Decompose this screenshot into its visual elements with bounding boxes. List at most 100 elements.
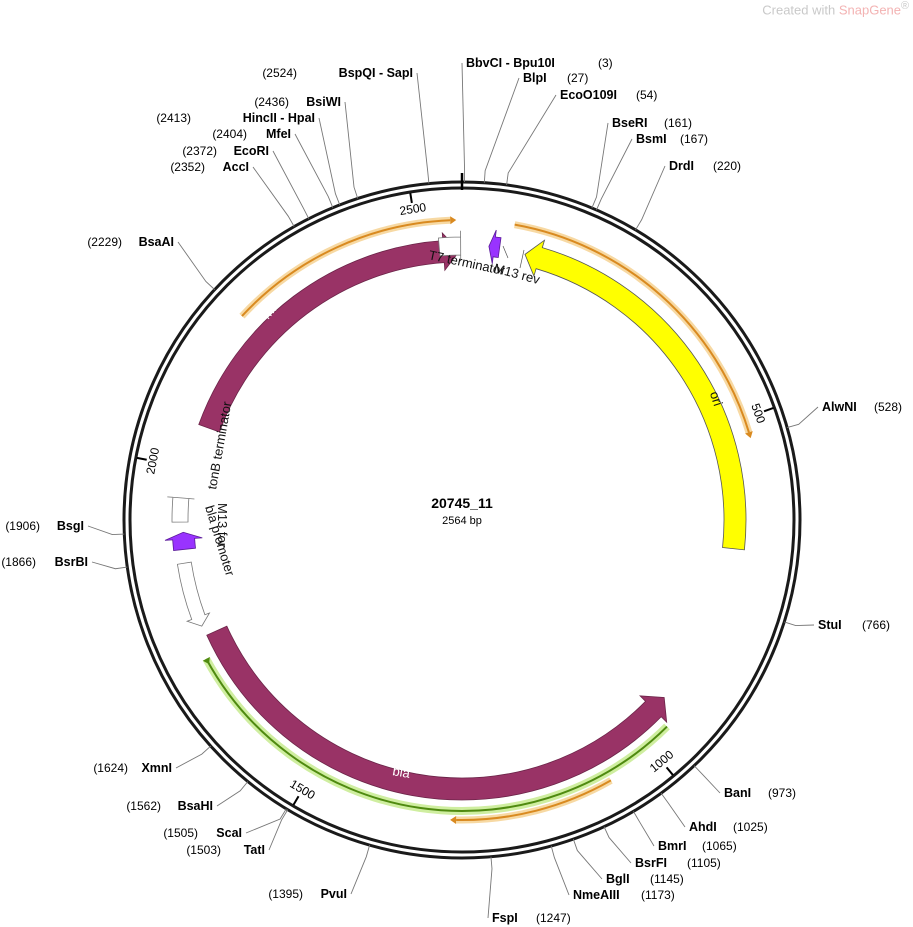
enzyme-position: (1906) [5,519,40,533]
enzyme-name[interactable]: BsiWI [306,95,341,109]
enzyme-name[interactable]: EcoRI [234,144,269,158]
enzyme-position: (1173) [641,888,675,902]
enzyme-name[interactable]: BanI [724,786,751,800]
enzyme-name[interactable]: AccI [223,160,249,174]
enzyme-name[interactable]: BsrFI [635,856,667,870]
enzyme-name[interactable]: BmrI [658,839,686,853]
enzyme-leader [603,826,632,864]
enzyme-position: (54) [636,88,657,102]
enzyme-name[interactable]: BsaAI [139,235,174,249]
enzyme-position: (528) [874,400,902,414]
enzyme-name[interactable]: BglI [606,872,630,886]
ruler-tick-label: 1500 [287,777,317,803]
enzyme-name[interactable]: FspI [492,911,518,925]
watermark-prefix: Created with [762,2,839,18]
enzyme-name[interactable]: MfeI [266,127,291,141]
ori-label: ori [707,389,726,407]
enzyme-position: (1065) [702,839,737,853]
enzyme-name[interactable]: BseRI [612,116,647,130]
enzyme-name[interactable]: EcoO109I [560,88,617,102]
orf-arc-green-core [205,658,668,812]
enzyme-position: (2413) [156,111,191,125]
ruler-tick [409,192,413,204]
enzyme-position: (766) [862,618,890,632]
ruler-tick [136,456,147,461]
enzyme-name[interactable]: PvuI [321,887,347,901]
enzyme-name[interactable]: BsaHI [178,799,213,813]
enzyme-position: (2372) [182,144,217,158]
enzyme-leader [693,765,721,794]
feature-layer [164,229,747,801]
enzyme-position: (2352) [170,160,205,174]
enzyme-name[interactable]: BsgI [57,519,84,533]
plasmid-name: 20745_11 [431,495,493,511]
m13rev-leader [519,249,525,269]
ruler-tick-label: 1000 [647,747,677,775]
enzyme-name[interactable]: AhdI [689,820,717,834]
enzyme-name[interactable]: BsrBI [55,555,88,569]
tonb-terminator-feature[interactable] [167,496,195,523]
enzyme-leader [506,94,557,186]
enzyme-name[interactable]: XmnI [141,761,172,775]
enzyme-leader [632,811,655,847]
enzyme-name[interactable]: DrdI [669,159,694,173]
enzyme-position: (2524) [262,66,297,80]
enzyme-position: (1624) [93,761,128,775]
bla-promoter-feature[interactable] [176,561,211,627]
enzyme-position: (1395) [268,887,303,901]
enzyme-leader [550,845,570,896]
enzyme-name[interactable]: StuI [818,618,842,632]
enzyme-leader [177,241,215,290]
enzyme-position: (973) [768,786,796,800]
enzyme-name[interactable]: BlpI [523,71,547,85]
enzyme-leader [344,101,359,199]
enzyme-name[interactable]: TatI [244,843,265,857]
enzyme-name[interactable]: NmeAIII [573,888,620,902]
enzyme-leader [216,781,249,807]
orf-arcs [202,216,753,824]
enzyme-name[interactable]: HincII - HpaI [243,111,315,125]
orf-arc-top-left-core [241,219,451,317]
ruler-tick-label: 2500 [399,200,428,218]
ruler-tick [292,795,300,806]
enzyme-leader [318,117,341,206]
enzyme-position: (167) [680,132,708,146]
enzyme-leader [87,525,125,536]
enzyme-leader [787,406,819,429]
enzyme-leader [175,745,212,769]
enzyme-name[interactable]: BspQI - SapI [339,66,413,80]
enzyme-name[interactable]: BsmI [636,132,667,146]
m13-rev-primer[interactable] [488,229,502,264]
ori-feature[interactable] [524,239,747,551]
snapgene-watermark: Created with SnapGene® [762,0,909,17]
ruler-tick-label: 2000 [143,446,162,475]
bla-label: bla [391,763,411,781]
enzyme-name[interactable]: BbvCI - Bpu10I [466,56,555,70]
enzyme-leader [252,166,295,227]
t7-leader [502,245,509,259]
enzyme-name[interactable]: ScaI [216,826,242,840]
enzyme-leader [350,845,371,895]
enzyme-leader [487,856,493,919]
plasmid-size: 2564 bp [442,515,482,527]
enzyme-position: (2229) [87,235,122,249]
enzyme-position: (3) [598,56,613,70]
enzyme-name[interactable]: AlwNI [822,400,857,414]
enzyme-leader [91,561,128,570]
enzyme-position: (1562) [126,799,161,813]
t7-terminator-feature[interactable] [438,230,462,262]
bla-feature[interactable] [206,625,668,801]
enzyme-leader [572,838,603,880]
enzyme-position: (27) [567,71,588,85]
mfl203-feature[interactable] [198,231,460,433]
m13-fwd-primer[interactable] [164,531,203,551]
enzyme-position: (1503) [186,843,221,857]
ruler-tick-label: 500 [748,402,768,426]
enzyme-position: (220) [713,159,741,173]
orf-arrowhead [450,216,457,225]
orf-arrowhead [745,431,753,439]
enzyme-position: (2436) [254,95,289,109]
enzyme-position: (2404) [212,127,247,141]
orf-arrowhead [450,815,457,824]
